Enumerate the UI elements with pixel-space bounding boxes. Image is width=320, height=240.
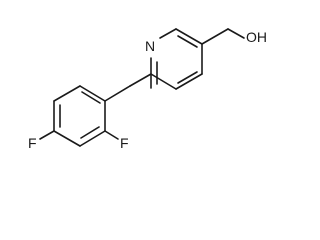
bond-ph-inner-2 [80,126,100,139]
bond-ph-c3-c4 [79,130,106,147]
bond-pyridine-phenyl [129,73,152,87]
bond-ph-c1-c1b [79,85,106,102]
bond-ph-c4-c5 [53,130,81,147]
bond-n1-c6 [159,28,177,39]
molecule-drawing: N OH F F [28,28,267,151]
bond-ph-c1-c2 [104,85,131,102]
bond-c-f-para [39,130,55,140]
bond-c6-c5-inner [177,35,198,48]
hydroxyl-label: OH [246,29,267,45]
fluorine-para-label: F [28,135,37,151]
fluorine-ortho-label: F [120,135,129,151]
bond-ph-c6-c1 [53,85,81,102]
nitrogen-label: N [145,38,155,54]
bond-c-f-ortho [104,130,119,140]
bond-c4-c3-inner [177,71,198,84]
bond-c4-c3 [175,73,203,90]
bond-ph-inner-1 [81,91,101,104]
bond-c3-c2 [150,73,177,90]
bond-ch2-o [227,28,245,39]
structure-diagram: N OH F F [28,28,267,151]
bond-c6-c5 [175,28,203,45]
bond-c5-ch2 [201,28,229,45]
